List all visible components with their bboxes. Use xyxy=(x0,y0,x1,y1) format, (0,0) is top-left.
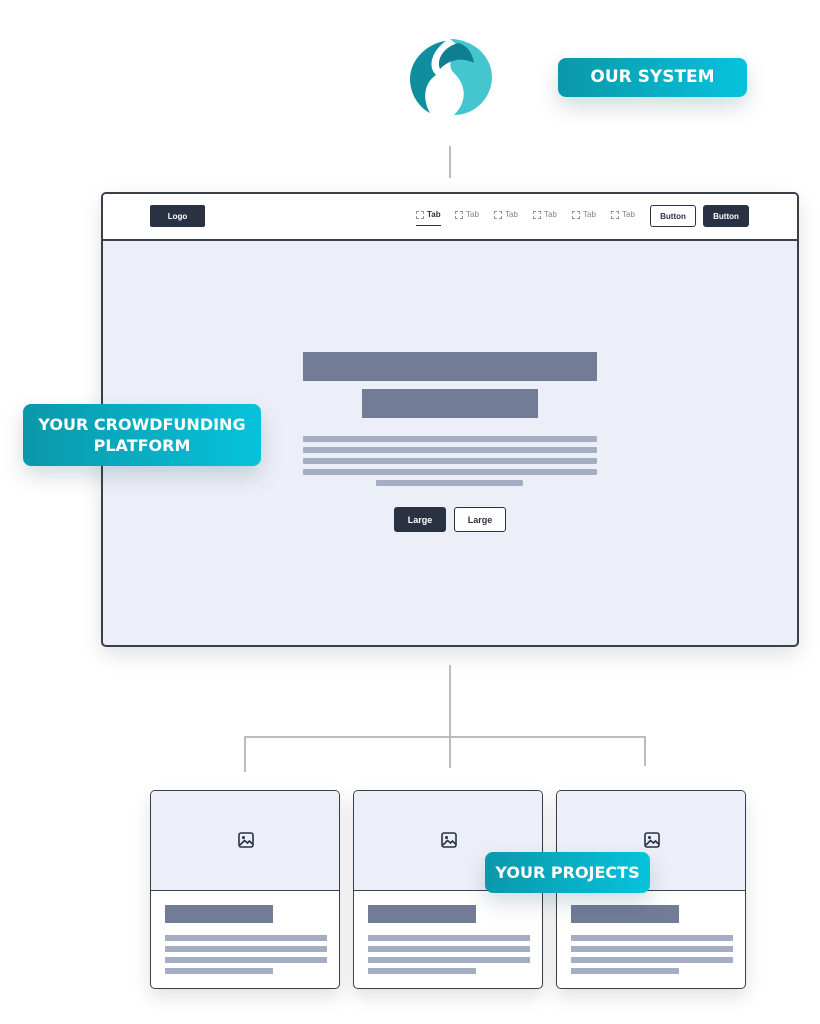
card-text-line xyxy=(368,935,530,941)
card-text-line xyxy=(165,935,327,941)
connector-right xyxy=(644,736,646,766)
brand-logo xyxy=(410,39,492,115)
image-icon xyxy=(238,832,254,848)
badge-line-1: YOUR CROWDFUNDING xyxy=(38,415,246,434)
hero-text-line xyxy=(303,436,597,442)
connector-top xyxy=(449,146,451,178)
nav-button-solid[interactable]: Button xyxy=(703,205,749,227)
connector-middle xyxy=(449,665,451,768)
connector-left xyxy=(244,736,246,772)
tab-label: Tab xyxy=(466,210,479,219)
tab-icon xyxy=(494,211,502,219)
card-title-placeholder xyxy=(165,905,273,923)
tab-1[interactable]: Tab xyxy=(416,210,441,226)
card-text-line xyxy=(571,957,733,963)
tab-icon xyxy=(455,211,463,219)
tab-label: Tab xyxy=(544,210,557,219)
hero-text-line xyxy=(303,469,597,475)
card-text-line xyxy=(571,935,733,941)
card-text-line xyxy=(368,957,530,963)
tab-2[interactable]: Tab xyxy=(455,210,479,226)
card-text-line xyxy=(571,946,733,952)
tab-icon xyxy=(611,211,619,219)
navbar: Logo Tab Tab Tab Tab Tab Tab Button Butt… xyxy=(103,194,797,241)
tab-5[interactable]: Tab xyxy=(572,210,596,226)
our-system-badge: OUR SYSTEM xyxy=(558,58,747,97)
hero-title-placeholder xyxy=(303,352,597,381)
card-text-line xyxy=(165,957,327,963)
hero-text-line xyxy=(376,480,523,486)
tab-3[interactable]: Tab xyxy=(494,210,518,226)
hero-text-line xyxy=(303,447,597,453)
hero-primary-button[interactable]: Large xyxy=(394,507,446,532)
tab-icon xyxy=(572,211,580,219)
tab-label: Tab xyxy=(505,210,518,219)
tab-icon xyxy=(533,211,541,219)
tab-icon xyxy=(416,211,424,219)
card-title-placeholder xyxy=(368,905,476,923)
tab-label: Tab xyxy=(583,210,596,219)
tab-4[interactable]: Tab xyxy=(533,210,557,226)
your-projects-badge: YOUR PROJECTS xyxy=(485,852,650,893)
card-image-placeholder xyxy=(151,791,339,891)
card-text-line xyxy=(165,946,327,952)
card-text-line xyxy=(571,968,679,974)
card-title-placeholder xyxy=(571,905,679,923)
badge-line-2: PLATFORM xyxy=(93,436,191,455)
project-card[interactable] xyxy=(150,790,340,989)
image-icon xyxy=(441,832,457,848)
hero-text-line xyxy=(303,458,597,464)
card-text-line xyxy=(165,968,273,974)
nav-button-outline[interactable]: Button xyxy=(650,205,696,227)
hero-subtitle-placeholder xyxy=(362,389,538,418)
connector-horizontal xyxy=(244,736,646,738)
tab-label: Tab xyxy=(427,210,441,219)
tab-6[interactable]: Tab xyxy=(611,210,635,226)
card-text-line xyxy=(368,968,476,974)
logo-placeholder[interactable]: Logo xyxy=(150,205,205,227)
crowdfunding-platform-badge: YOUR CROWDFUNDING PLATFORM xyxy=(23,404,261,466)
hero-secondary-button[interactable]: Large xyxy=(454,507,506,532)
card-text-line xyxy=(368,946,530,952)
tab-label: Tab xyxy=(622,210,635,219)
image-icon xyxy=(644,832,660,848)
